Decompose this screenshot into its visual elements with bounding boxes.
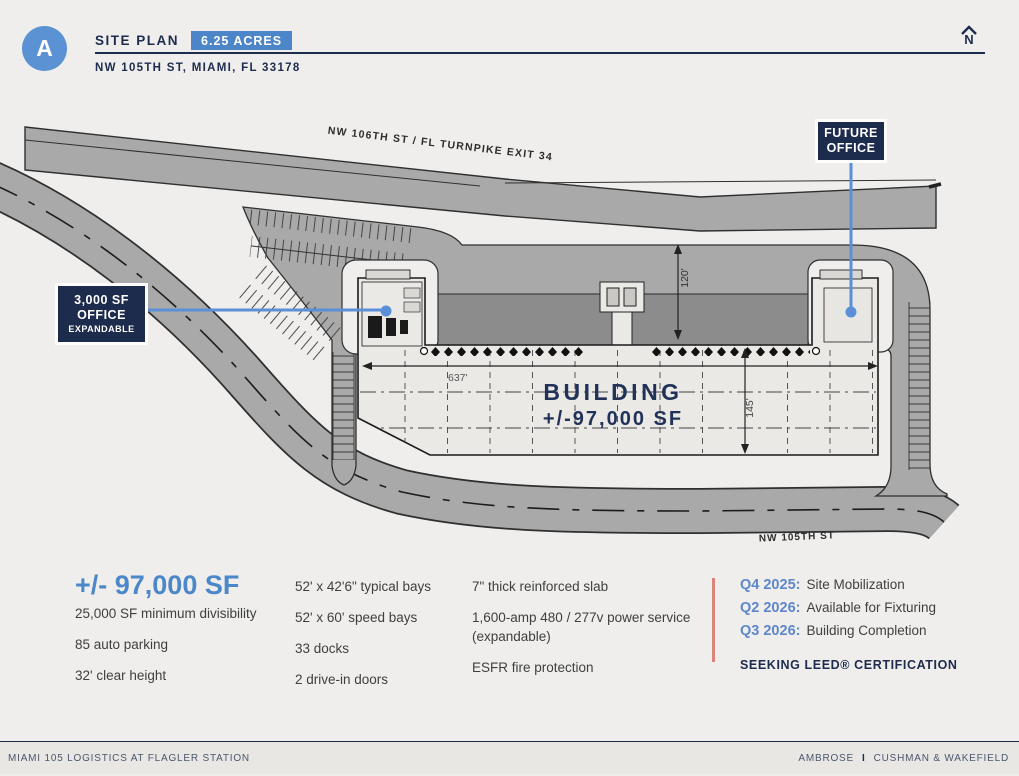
parking-hatches	[235, 208, 931, 470]
timeline-event: Site Mobilization	[806, 577, 905, 592]
svg-text:637': 637'	[448, 372, 468, 384]
office-callout-line2: OFFICE	[77, 308, 126, 322]
future-office-line2: OFFICE	[826, 141, 876, 155]
spec-item: 1,600-amp 480 / 277v power service (expa…	[472, 610, 691, 644]
leed-certification-note: SEEKING LEED® CERTIFICATION	[740, 658, 958, 672]
footer-brand-ambrose: AMBROSE	[798, 752, 854, 764]
leader-dot-future-office	[845, 306, 857, 318]
spec-item: 33 docks	[295, 641, 350, 656]
leader-line-future-office	[845, 158, 857, 318]
dock-doors-left	[430, 345, 586, 356]
office-floorplan-detail	[361, 269, 423, 347]
road-label-top: NW 106TH ST / FL TURNPIKE EXIT 34	[327, 125, 554, 164]
header-title-row: SITE PLAN 6.25 ACRES	[95, 31, 293, 50]
road-nw-105th	[0, 162, 960, 541]
spec-item: 2 drive-in doors	[295, 672, 389, 687]
spec-column-2: 52' x 42'6" typical bays 52' x 60' speed…	[295, 577, 470, 701]
center-ramp-structure	[599, 281, 645, 346]
spec-column-3: 7" thick reinforced slab 1,600-amp 480 /…	[472, 577, 700, 689]
future-office-callout: FUTURE OFFICE	[815, 119, 887, 163]
footer-brand-separator: I	[862, 752, 866, 764]
building-label: BUILDING +/-97,000 SF	[543, 379, 683, 430]
header-divider	[95, 52, 985, 54]
footer-bar: MIAMI 105 LOGISTICS AT FLAGLER STATION A…	[0, 741, 1019, 774]
dimension-637: 637'	[362, 362, 878, 384]
footer-brands: AMBROSE I CUSHMAN & WAKEFIELD	[798, 753, 1009, 764]
drive-in-door-left	[419, 346, 429, 356]
leader-dot-office	[380, 305, 392, 317]
spec-item: 7" thick reinforced slab	[472, 579, 609, 594]
page-title: SITE PLAN	[95, 33, 180, 48]
timeline-quarter: Q2 2026:	[740, 600, 801, 616]
compass-letter: N	[964, 32, 974, 47]
timeline-row: Q4 2025: Site Mobilization	[740, 577, 936, 593]
footer-project-name: MIAMI 105 LOGISTICS AT FLAGLER STATION	[8, 752, 250, 764]
timeline-event: Building Completion	[806, 623, 927, 638]
svg-text:+/-97,000 SF: +/-97,000 SF	[543, 408, 683, 430]
svg-text:145': 145'	[744, 398, 756, 418]
spec-item: ESFR fire protection	[472, 660, 594, 675]
office-3000sf-callout: 3,000 SF OFFICE EXPANDABLE	[55, 283, 148, 345]
building-column-grid	[360, 350, 876, 453]
svg-text:BUILDING: BUILDING	[543, 379, 682, 405]
timeline-row: Q3 2026: Building Completion	[740, 623, 936, 639]
office-callout-line1: 3,000 SF	[74, 293, 129, 307]
timeline-quarter: Q3 2026:	[740, 623, 801, 639]
svg-text:120': 120'	[679, 268, 691, 288]
timeline-row: Q2 2026: Available for Fixturing	[740, 600, 936, 616]
dimension-120: 120'	[674, 244, 691, 340]
timeline: Q4 2025: Site Mobilization Q2 2026: Availa…	[740, 577, 936, 646]
timeline-event: Available for Fixturing	[806, 600, 937, 615]
north-compass-icon: N	[957, 25, 981, 47]
spec-item: 25,000 SF minimum divisibility	[75, 606, 257, 621]
acreage-badge: 6.25 ACRES	[191, 31, 293, 50]
dock-doors-right	[650, 345, 810, 356]
property-address: NW 105TH ST, MIAMI, FL 33178	[95, 62, 301, 74]
spec-item: 52' x 60' speed bays	[295, 610, 418, 625]
road-label-bottom: NW 105TH ST	[759, 530, 835, 544]
spec-column-1: 25,000 SF minimum divisibility 85 auto p…	[75, 604, 290, 697]
size-headline: +/- 97,000 SF	[75, 570, 240, 600]
office-callout-line3: EXPANDABLE	[68, 324, 135, 334]
leader-line-office	[145, 305, 392, 317]
spec-item: 52' x 42'6" typical bays	[295, 579, 432, 594]
timeline-divider	[712, 578, 715, 662]
road-nw-106th	[24, 126, 942, 232]
logo-badge: A	[22, 26, 67, 71]
drive-in-door-right	[811, 346, 821, 356]
footer-brand-cw: CUSHMAN & WAKEFIELD	[873, 752, 1009, 764]
timeline-quarter: Q4 2025:	[740, 577, 801, 593]
future-office-line1: FUTURE	[824, 126, 878, 140]
spec-item: 85 auto parking	[75, 637, 169, 652]
dimension-145: 145'	[741, 348, 756, 454]
spec-item: 32' clear height	[75, 668, 167, 683]
